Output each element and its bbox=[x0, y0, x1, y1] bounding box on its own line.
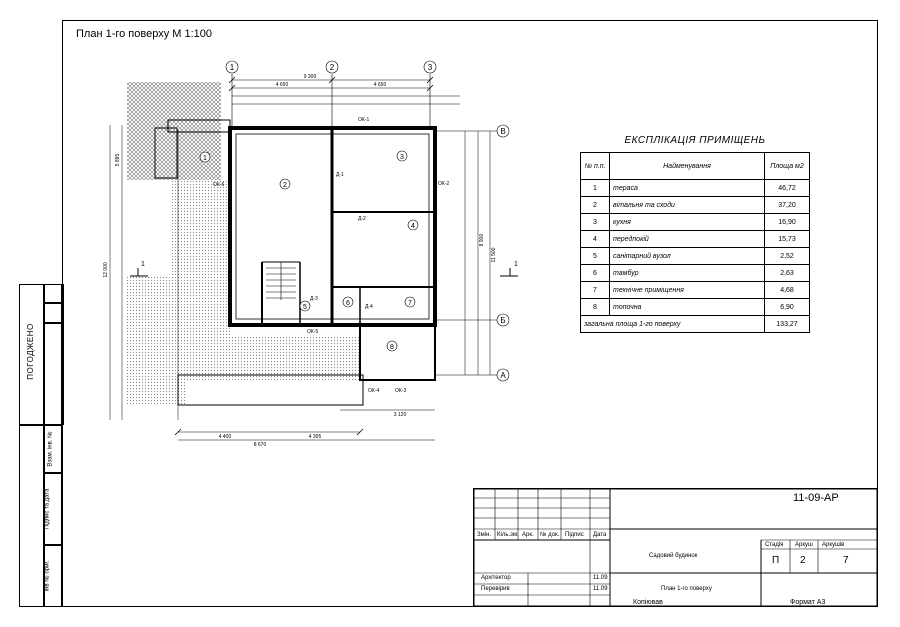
section-mark-right: 1 bbox=[514, 261, 518, 268]
col-area: Площа м2 bbox=[764, 152, 810, 180]
sheet-label: Аркуш bbox=[795, 542, 813, 548]
col-changes: Змін. bbox=[477, 532, 492, 538]
drawing-name: План 1-го поверху bbox=[661, 586, 712, 592]
col-doc-no: № док. bbox=[540, 532, 560, 538]
stage-label: Стадія bbox=[765, 542, 784, 548]
axis-v-label: В bbox=[500, 127, 505, 136]
axis-2-label: 2 bbox=[330, 63, 335, 72]
dim-bottom-b: 4 305 bbox=[309, 434, 322, 440]
room-1-mark: 1 bbox=[203, 155, 207, 162]
opening-ok2: ОК-2 bbox=[438, 181, 449, 187]
dim-bottom-a: 4 400 bbox=[219, 434, 232, 440]
opening-d1: Д-1 bbox=[336, 172, 344, 178]
opening-ok3: ОК-3 bbox=[395, 388, 406, 394]
room-8-mark: 8 bbox=[390, 344, 394, 351]
dim-bottom-total: 8 670 bbox=[254, 442, 267, 448]
page-title: План 1-го поверху М 1:100 bbox=[76, 28, 213, 40]
col-name: Найменування bbox=[609, 152, 765, 180]
dim-right-a: 8 900 bbox=[479, 234, 485, 247]
opening-d2: Д-2 bbox=[358, 216, 366, 222]
dimension-lines bbox=[109, 79, 491, 441]
room-6-mark: 6 bbox=[346, 300, 350, 307]
axis-a-label: А bbox=[500, 371, 506, 380]
room-7-mark: 7 bbox=[408, 300, 412, 307]
section-mark-left: 1 bbox=[141, 261, 145, 268]
terrace-paving-front bbox=[180, 335, 360, 380]
total-label: загальна площа 1-го поверху bbox=[580, 315, 765, 333]
staircase bbox=[266, 262, 296, 300]
title-block: 11-09-АР Змін. Кіль.зм. Арк. № док. Підп… bbox=[473, 488, 878, 607]
sheets-value: 7 bbox=[843, 555, 849, 566]
architect-date: 11.09 bbox=[593, 575, 608, 581]
opening-ok1: ОК-1 bbox=[358, 117, 369, 123]
room-4-mark: 4 bbox=[411, 223, 415, 230]
dim-right-total: 11 500 bbox=[491, 247, 497, 262]
col-signature: Підпис bbox=[565, 532, 584, 538]
architect-label: Архітектор bbox=[481, 575, 511, 581]
col-change-count: Кіль.зм. bbox=[497, 532, 519, 538]
explication-header: № п.п. Найменування Площа м2 bbox=[580, 152, 810, 180]
grid-axes bbox=[225, 60, 510, 382]
opening-ok6: ОК-6 bbox=[213, 182, 224, 188]
col-sheet: Арк. bbox=[522, 532, 534, 538]
opening-d3: Д-3 bbox=[310, 296, 318, 302]
checked-label: Перевірив bbox=[481, 586, 510, 592]
opening-d4: Д-4 bbox=[365, 304, 373, 310]
room-2-mark: 2 bbox=[283, 182, 287, 189]
axis-3-label: 3 bbox=[428, 63, 433, 72]
axis-1-label: 1 bbox=[230, 63, 235, 72]
dim-top-a: 4 650 bbox=[276, 82, 289, 88]
col-date: Дата bbox=[593, 532, 607, 538]
opening-ok4: ОК-4 bbox=[368, 388, 379, 394]
axis-b-label: Б bbox=[500, 316, 505, 325]
explication-title: ЕКСПЛІКАЦІЯ ПРИМІЩЕНЬ bbox=[624, 135, 766, 146]
side-approval-strip: ПОГОДЖЕНО Взам. інв. № Підпис та дата Ін… bbox=[19, 284, 64, 607]
terrace-paving-bottom bbox=[127, 275, 187, 405]
copied-label: Копіював bbox=[633, 599, 663, 606]
dim-left-total: 12 000 bbox=[103, 262, 109, 278]
annex-walls bbox=[359, 324, 436, 381]
total-area: 133,27 bbox=[764, 315, 810, 333]
checked-date: 11.09 bbox=[593, 586, 608, 592]
stage-value: П bbox=[772, 555, 780, 566]
project-name: Садовий будинок bbox=[649, 553, 698, 559]
room-3-mark: 3 bbox=[400, 154, 404, 161]
sheets-label: Аркушів bbox=[822, 542, 845, 548]
dim-top-total: 9 300 bbox=[304, 74, 317, 80]
explication-total-row: загальна площа 1-го поверху 133,27 bbox=[580, 315, 810, 333]
sheet-value: 2 bbox=[800, 555, 806, 566]
drawing-code: 11-09-АР bbox=[793, 492, 839, 504]
opening-ok5: ОК-5 bbox=[307, 329, 318, 335]
dim-left-a: 5 895 bbox=[115, 154, 121, 167]
col-number: № п.п. bbox=[580, 152, 610, 180]
dim-bottom-annex: 3 120 bbox=[394, 412, 407, 418]
terrace-paving-top bbox=[127, 82, 221, 180]
format-label: Формат А3 bbox=[790, 599, 826, 606]
dim-top-b: 4 650 bbox=[374, 82, 387, 88]
room-5-mark: 5 bbox=[303, 304, 307, 311]
